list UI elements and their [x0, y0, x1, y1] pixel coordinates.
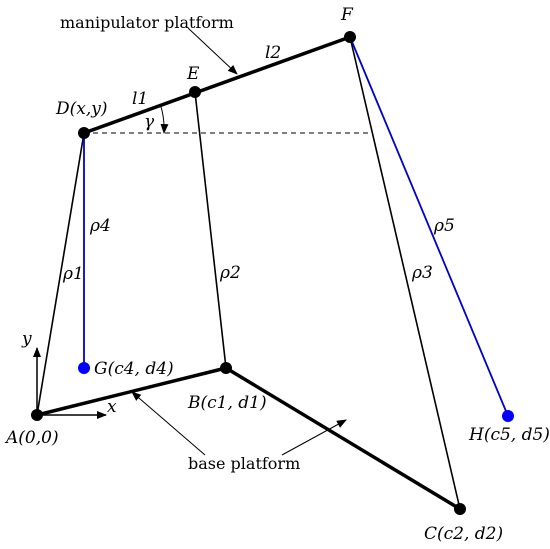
label-rho3: ρ3: [411, 263, 433, 283]
joint-d: [78, 127, 90, 139]
joint-g: [78, 362, 90, 374]
label-point-g: G(c4, d4): [94, 359, 174, 379]
base-platform-bc: [225, 366, 461, 511]
joint-b: [220, 362, 232, 374]
leg-rho2: [194, 91, 227, 369]
label-point-h: H(c5, d5): [468, 425, 550, 445]
label-point-d: D(x,y): [55, 99, 108, 119]
base-caption-pointer-right: [281, 419, 347, 456]
label-rho2: ρ2: [219, 263, 241, 283]
base-caption-pointer-left: [131, 391, 206, 456]
joint-c: [454, 503, 466, 515]
joint-a: [31, 409, 43, 421]
leg-rho5: [349, 36, 509, 417]
angle-gamma-arc: [160, 105, 169, 134]
leg-rho1: [36, 132, 85, 416]
joint-h: [502, 410, 514, 422]
joint-e: [189, 86, 201, 98]
manipulator-caption-pointer: [187, 27, 238, 75]
base-platform-caption: base platform: [188, 454, 300, 473]
manipulator-platform: [83, 35, 351, 135]
label-l2: l2: [265, 43, 281, 63]
label-point-e: E: [186, 64, 200, 84]
label-rho1: ρ1: [62, 264, 84, 284]
label-x-axis: x: [107, 397, 117, 417]
label-rho5: ρ5: [433, 216, 455, 236]
label-point-b: B(c1, d1): [187, 393, 267, 413]
leg-rho3: [349, 36, 461, 510]
label-point-a: A(0,0): [4, 428, 59, 448]
label-point-c: C(c2, d2): [424, 524, 503, 544]
label-rho4: ρ4: [89, 216, 111, 236]
label-l1: l1: [132, 89, 148, 109]
joint-f: [344, 31, 356, 43]
manipulator-platform-caption: manipulator platform: [60, 13, 234, 32]
label-y-axis: y: [21, 329, 32, 349]
label-gamma: γ: [144, 112, 155, 132]
label-point-f: F: [340, 5, 354, 25]
